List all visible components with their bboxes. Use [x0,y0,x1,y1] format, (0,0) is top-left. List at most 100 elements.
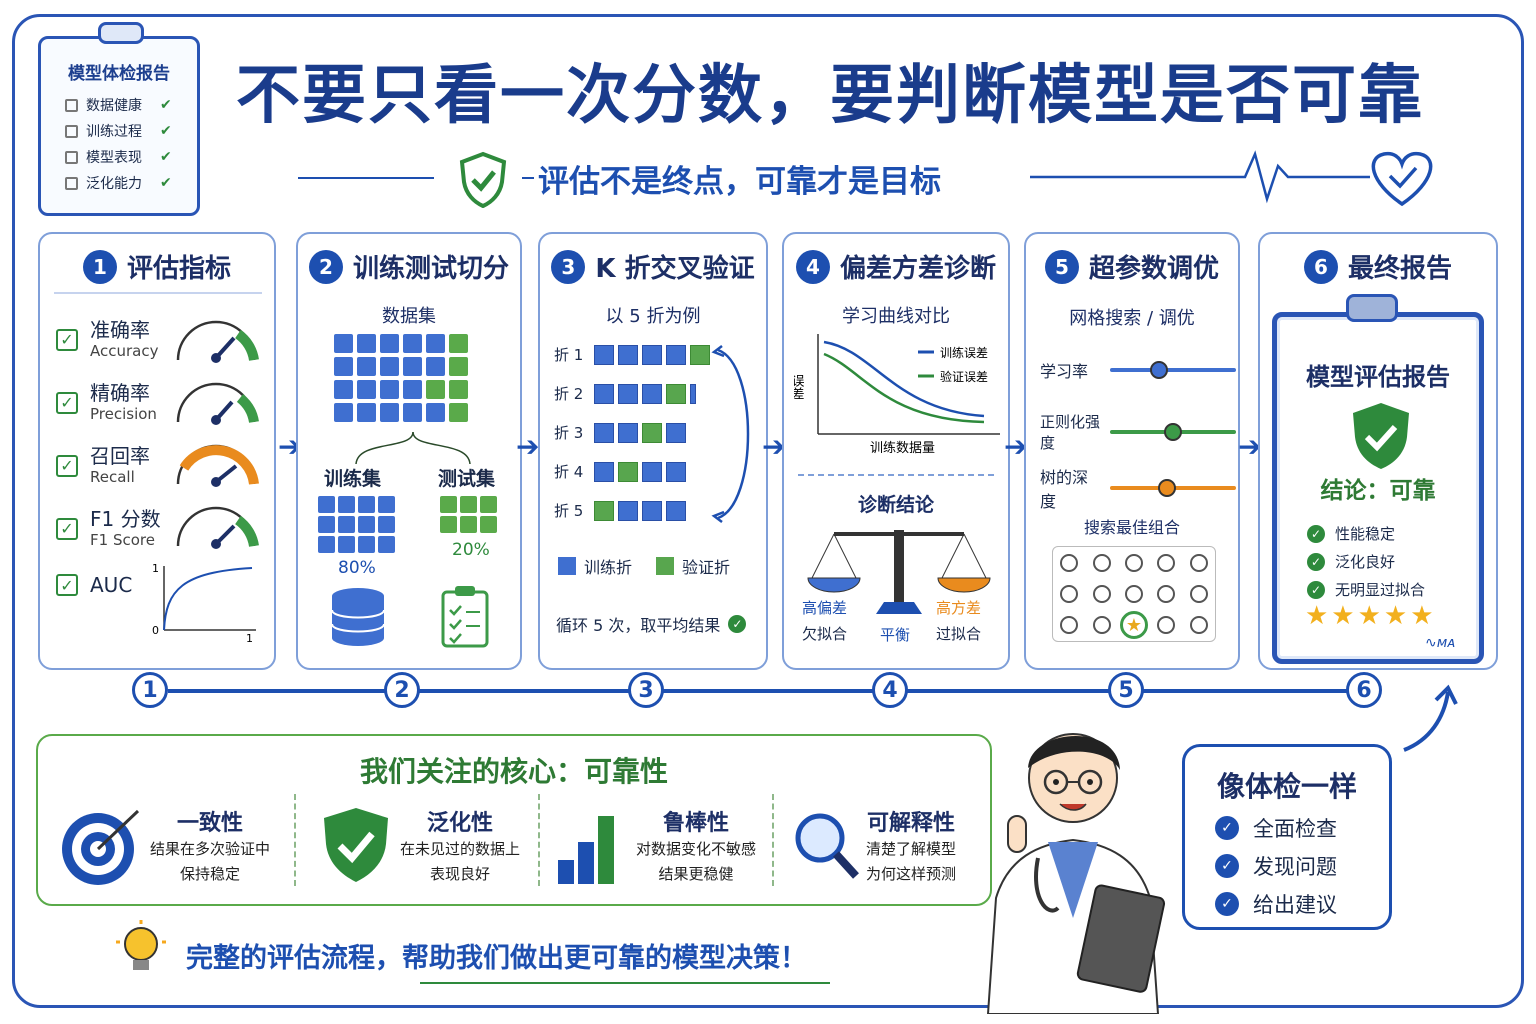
clipboard-item: 训练过程✔ [65,121,172,141]
gauge-icon [176,506,259,549]
step-number: 4 [795,249,830,284]
doctor-avatar [986,733,1166,1014]
timeline-line [168,689,1348,693]
shield-check-icon [459,151,507,208]
test-percent: 20% [452,540,490,560]
database-icon [331,588,385,646]
clipboard-check-icon [441,586,489,648]
svg-text:训练数据量: 训练数据量 [870,441,935,456]
check-icon: ✓ [1215,892,1239,916]
page-subtitle: 评估不是终点，可靠才是目标 [538,164,941,200]
gauge-icon [176,444,259,487]
card-title: 偏差方差诊断 [839,254,996,284]
clipboard-title: 模型体检报告 [68,64,170,84]
bubble-item: ✓发现问题 [1215,851,1337,881]
svg-text:1: 1 [246,632,253,644]
test-grid [440,496,497,533]
curved-arrow-icon [1403,684,1458,752]
split-arrows [355,431,471,465]
train-grid [318,496,395,553]
conclusion: 结论：可靠 [1320,478,1436,504]
svg-text:训练误差: 训练误差 [940,345,988,360]
diagnosis-title: 诊断结论 [857,494,934,516]
check-icon: ✔ [160,123,172,139]
timeline-step: 1 [132,672,168,708]
rating-stars: ★★★★★ [1305,601,1437,631]
best-star-icon: ★ [1119,611,1148,640]
divider-left [298,177,434,179]
card-title: 最终报告 [1347,254,1452,284]
flow-arrow: ➔ [516,430,540,463]
timeline-step: 2 [384,672,420,708]
balance-scale-icon [807,530,991,614]
legend-train: 训练折 [558,554,632,578]
example-label: 以 5 折为例 [605,306,701,327]
core-panel: 我们关注的核心：可靠性 一致性结果在多次验证中保持稳定 泛化性在未见过的数据上表… [36,734,992,906]
dataset-grid [334,334,468,422]
curve-title: 学习曲线对比 [842,306,950,327]
step-number: 1 [82,249,117,284]
svg-text:1: 1 [152,562,159,575]
fold-row: 折 2 [554,383,696,404]
pillar-interpretability: 可解释性清楚了解模型为何这样预测 [790,796,990,896]
slider-regularization[interactable]: 正则化强度 [1040,411,1236,453]
fold-row: 折 3 [554,422,686,443]
fold-row: 折 4 [554,461,686,482]
card-title: 超参数调优 [1088,254,1219,284]
slider-tree-depth[interactable]: 树的深度 [1040,464,1236,512]
step-number: 6 [1303,249,1338,284]
legend-validation: 验证折 [656,554,730,578]
check-icon: ✓ [1215,816,1239,840]
lightbulb-icon [116,920,166,970]
dataset-label: 数据集 [382,306,436,327]
check-icon: ✓ [1307,580,1325,599]
best-combo-label: 搜索最佳组合 [1083,518,1180,537]
test-set-label: 测试集 [438,468,496,490]
fold-row: 折 5 [554,500,686,521]
fold-row: 折 1 [554,344,710,365]
pillar-consistency: 一致性结果在多次验证中保持稳定 [58,796,298,896]
report-title: 模型评估报告 [1306,363,1450,391]
svg-text:0: 0 [152,624,159,637]
val-error-line [823,352,985,424]
slider-learning-rate[interactable]: 学习率 [1040,358,1236,382]
check-icon: ✔ [160,97,172,113]
learning-curve-chart: 误差 训练误差 验证误差 训练数据量 [794,334,1000,456]
flow-arrow: ➔ [278,430,302,463]
bar-chart-icon [558,816,614,884]
roc-curve: 1 0 1 [152,562,256,644]
magnifier-icon [795,813,859,879]
check-icon: ✔ [160,175,172,191]
step-number: 2 [308,249,343,284]
tip-underline [420,982,830,984]
flow-arrow: ➔ [762,430,786,463]
pillar-robustness: 鲁棒性对数据变化不敏感结果更稳健 [554,796,776,896]
high-bias-label: 高偏差欠拟合 [802,599,848,643]
gauge-icon [176,382,259,425]
report-clip-icon [1346,294,1398,322]
cycle-arrow [711,345,750,523]
gauge-icons [176,320,259,549]
shield-check-icon [324,808,388,882]
bubble-item: ✓全面检查 [1215,813,1337,843]
clipboard-clip-icon [98,22,144,44]
card-title: K 折交叉验证 [595,254,755,284]
signature-icon: ∿ᴍᴀ [1425,635,1456,651]
search-grid: ★ [1052,546,1216,642]
check-icon: ✓ [1215,854,1239,878]
check-icon: ✔ [160,149,172,165]
clipboard-item: 数据健康✔ [65,95,172,115]
svg-text:验证误差: 验证误差 [940,369,988,384]
gauge-icon [176,320,259,363]
pillar-generalization: 泛化性在未见过的数据上表现良好 [320,796,538,896]
page-title: 不要只看一次分数，要判断模型是否可靠 [236,59,1424,133]
check-icon: ✓ [1307,524,1325,543]
tip-text: 完整的评估流程，帮助我们做出更可靠的模型决策！ [186,943,807,974]
heartbeat-line [1030,150,1433,207]
shield-check-icon [1353,403,1409,469]
